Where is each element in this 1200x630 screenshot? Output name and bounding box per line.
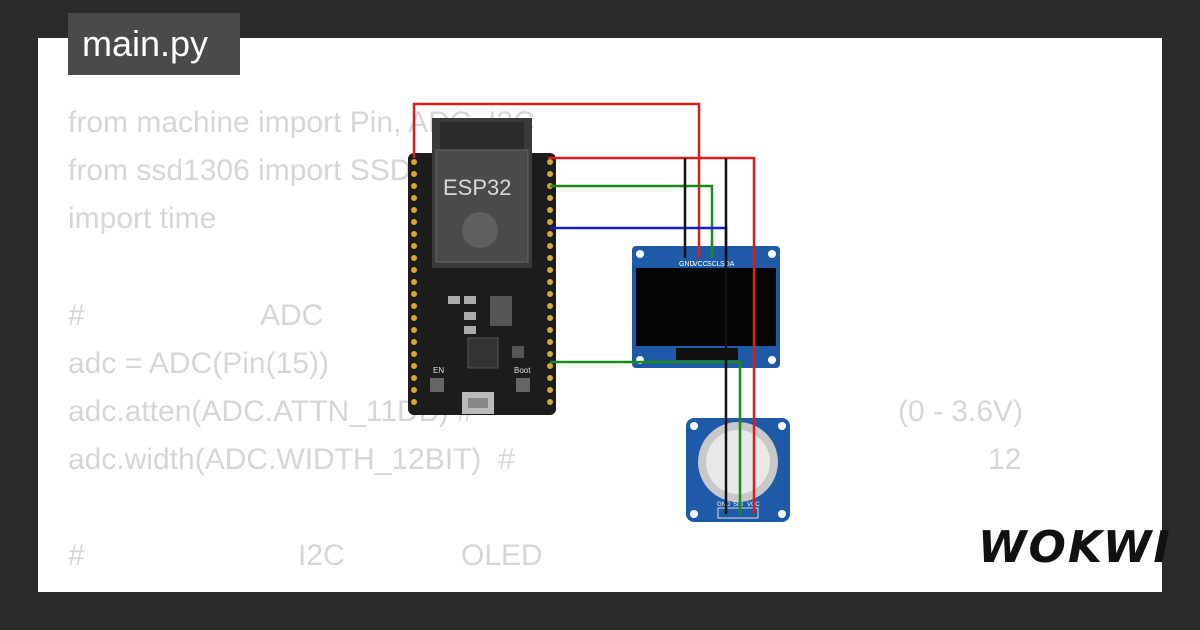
file-tab[interactable]: main.py [68,13,240,75]
esp32-board[interactable]: ESP32 EN Boot [408,118,556,415]
wire-vcc-oled [412,102,701,258]
wires[interactable] [412,102,756,514]
code-comment-oled: OLED [461,539,543,572]
potentiometer[interactable]: GND SIG VCC [686,418,790,522]
boot-button-label: Boot [514,366,531,375]
oled-pin-gnd: GND [679,261,695,268]
wokwi-logo: WOKWI [978,522,1172,573]
code-line: adc = ADC(Pin(15)) [68,347,329,380]
pot-pin-gnd: GND [717,502,731,508]
code-line: adc.width(ADC.WIDTH_12BIT) # [68,443,515,476]
code-line: import time [68,202,217,235]
en-button-label: EN [433,366,444,375]
code-line: # [68,299,85,332]
canvas-card [35,35,1165,595]
code-comment-adc: ADC [260,299,324,332]
code-comment-bits: 12 [988,443,1022,476]
pot-pin-sig: SIG [733,502,744,508]
oled-pin-sda: SDA [720,261,735,268]
wire-vcc-pot [548,156,756,514]
code-line: # [68,539,85,572]
oled-pin-scl: SCL [707,261,721,268]
code-comment-range: (0 - 3.6V) [898,395,1024,428]
code-comment-i2c: I2C [298,539,345,572]
esp32-label: ESP32 [443,175,512,200]
wire-scl [550,184,714,258]
wire-sig [550,360,742,514]
oled-pin-vcc: VCC [693,261,708,268]
oled-display[interactable]: GND VCC SCL SDA [632,246,780,368]
